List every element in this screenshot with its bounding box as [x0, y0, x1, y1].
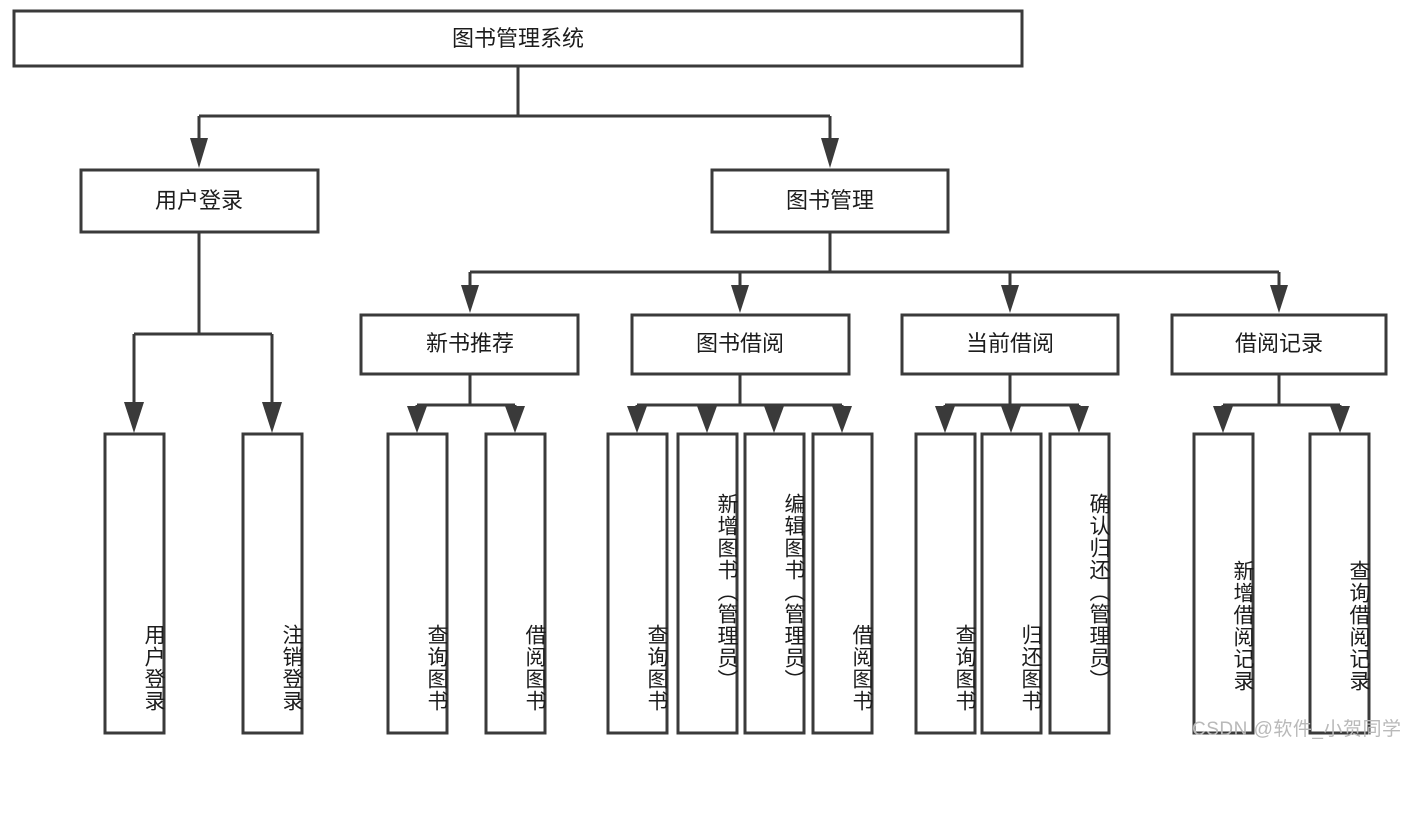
- leaf-box-current-borrow-2[interactable]: [1048, 432, 1111, 735]
- leaf-box-new-book-0[interactable]: [386, 432, 449, 735]
- diagram-canvas: 图书管理系统 用户登录 图书管理 新书推荐 图书借阅 当前借阅 借阅记录: [12, 9, 1388, 735]
- leaf-box-current-borrow-1[interactable]: [980, 432, 1043, 735]
- leaf-boxes: [103, 432, 1371, 735]
- node-borrow-record[interactable]: 借阅记录: [1170, 313, 1388, 376]
- node-book-borrow[interactable]: 图书借阅: [630, 313, 851, 376]
- node-user-login[interactable]: 用户登录: [79, 168, 320, 234]
- node-book-borrow-label: 图书借阅: [696, 331, 784, 356]
- node-root-label: 图书管理系统: [452, 26, 584, 51]
- node-book-management-label: 图书管理: [786, 188, 874, 213]
- watermark-text: CSDN @软件_小贺同学: [1192, 719, 1402, 740]
- connector-book-borrow-to-leaves: [627, 374, 852, 433]
- diagram-root: 图书管理系统 用户登录 图书管理 新书推荐 图书借阅 当前借阅 借阅记录: [12, 9, 1402, 740]
- leaf-box-user-login-0[interactable]: [103, 432, 166, 735]
- node-new-book-recommend[interactable]: 新书推荐: [359, 313, 580, 376]
- connector-root-to-level2: [190, 66, 839, 168]
- leaf-box-book-borrow-2[interactable]: [743, 432, 806, 735]
- connector-user-login-to-leaves: [124, 232, 282, 433]
- node-new-book-recommend-label: 新书推荐: [426, 331, 514, 356]
- node-user-login-label: 用户登录: [155, 188, 243, 213]
- connector-borrow-record-to-leaves: [1213, 374, 1350, 433]
- leaf-box-new-book-1[interactable]: [484, 432, 547, 735]
- leaf-box-book-borrow-3[interactable]: [811, 432, 874, 735]
- leaf-box-current-borrow-0[interactable]: [914, 432, 977, 735]
- node-borrow-record-label: 借阅记录: [1235, 331, 1323, 356]
- leaf-box-borrow-record-1[interactable]: [1308, 432, 1371, 735]
- connector-current-borrow-to-leaves: [935, 374, 1089, 433]
- leaf-box-borrow-record-0[interactable]: [1192, 432, 1255, 735]
- node-book-management[interactable]: 图书管理: [710, 168, 950, 234]
- node-root[interactable]: 图书管理系统: [12, 9, 1024, 68]
- connector-new-book-to-leaves: [407, 374, 525, 433]
- leaf-box-book-borrow-1[interactable]: [676, 432, 739, 735]
- node-current-borrow[interactable]: 当前借阅: [900, 313, 1120, 376]
- leaf-box-book-borrow-0[interactable]: [606, 432, 669, 735]
- leaf-box-user-login-1[interactable]: [241, 432, 304, 735]
- node-current-borrow-label: 当前借阅: [966, 331, 1054, 356]
- connector-book-mgmt-to-level3: [461, 232, 1288, 313]
